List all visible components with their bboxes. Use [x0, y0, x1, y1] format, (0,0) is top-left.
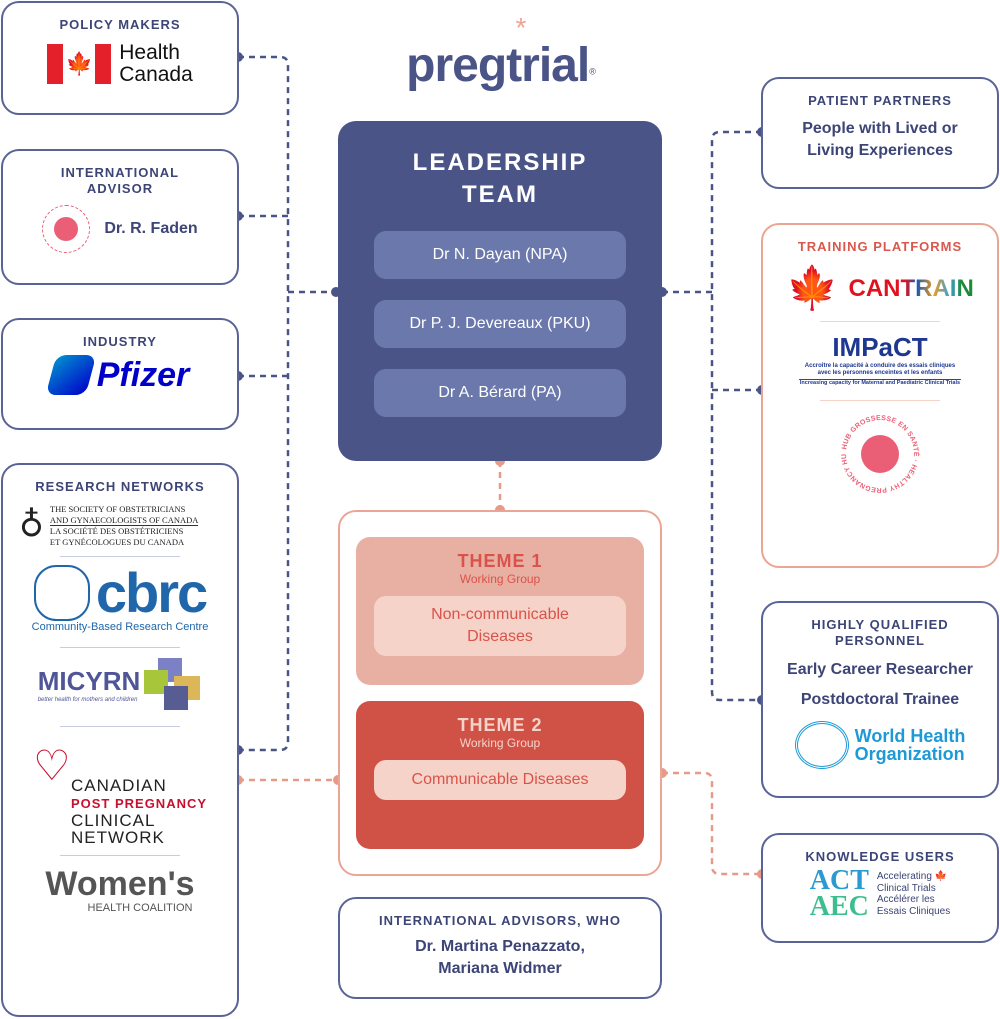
leader-dayan: Dr N. Dayan (NPA) [374, 231, 626, 279]
healthy-pregnancy-hub-logo: HUB GROSSESSE EN SANTÉ · HEALTHY PREGNAN… [835, 409, 921, 493]
leader-devereaux: Dr P. J. Devereaux (PKU) [374, 300, 626, 348]
research-networks: RESEARCH NETWORKS ♁ THE SOCIETY OF OBSTE… [1, 463, 239, 1017]
canada-flag-icon: 🍁 [47, 44, 112, 84]
pfizer-logo: Pfizer [3, 355, 237, 395]
theme-2: THEME 2 Working Group Communicable Disea… [356, 701, 644, 849]
training-platforms: TRAINING PLATFORMS 🍁 CANTRAIN IMPaCT Acc… [761, 223, 999, 568]
healthy-pregnancy-hub-logo [42, 205, 91, 253]
maple-leaf-icon: 🍁 [786, 264, 839, 311]
impact-logo: IMPaCT Accroître la capacité à conduire … [799, 332, 961, 386]
pfizer-helix-icon [45, 355, 97, 395]
who-emblem-icon [794, 721, 849, 769]
cantrain-logo: 🍁 CANTRAIN [786, 264, 974, 311]
theme-2-topic: Communicable Diseases [374, 760, 626, 800]
cbrc-logo: cbrc Community-Based Research Centre [31, 561, 209, 634]
asterisk-icon: * [515, 12, 527, 43]
international-advisors-who: INTERNATIONAL ADVISORS, WHO Dr. Martina … [338, 897, 662, 999]
hub-heart-mark [861, 435, 899, 473]
leadership-title: LEADERSHIP [412, 149, 588, 176]
pregtrial-logo: * pregtrial® [396, 12, 606, 93]
leader-berard: Dr A. Bérard (PA) [374, 369, 626, 417]
womens-health-coalition-logo: Women's HEALTH COALITION [45, 865, 195, 914]
industry: INDUSTRY Pfizer [1, 318, 239, 430]
